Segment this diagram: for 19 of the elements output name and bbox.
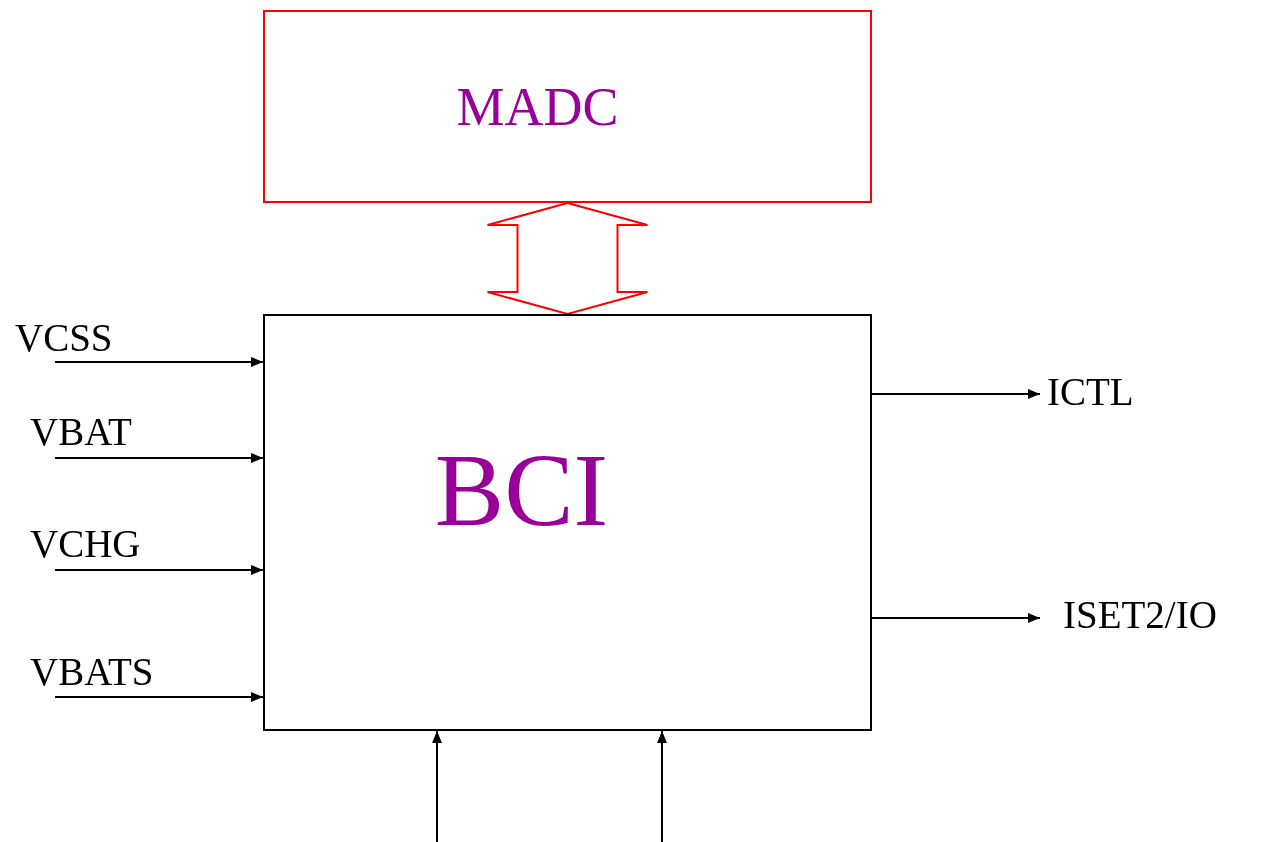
arrow xyxy=(657,730,667,842)
signal-label: VCHG xyxy=(30,524,141,563)
signal-label: VBAT xyxy=(30,412,132,451)
block-label: BCI xyxy=(434,438,609,542)
double-arrow xyxy=(486,201,649,316)
signal-label: ISET2/IO xyxy=(1063,595,1217,634)
block-box xyxy=(263,314,872,731)
arrow xyxy=(54,453,264,463)
arrow xyxy=(54,692,264,702)
signal-label: ICTL xyxy=(1047,372,1134,411)
signal-label: VBATS xyxy=(30,652,154,691)
arrow xyxy=(54,565,264,575)
arrow xyxy=(871,389,1041,399)
block-label: MADC xyxy=(456,79,619,134)
signal-label: VCSS xyxy=(15,318,113,357)
arrow xyxy=(871,613,1041,623)
arrow xyxy=(432,730,442,842)
block-box xyxy=(263,10,872,203)
arrow xyxy=(54,357,264,367)
